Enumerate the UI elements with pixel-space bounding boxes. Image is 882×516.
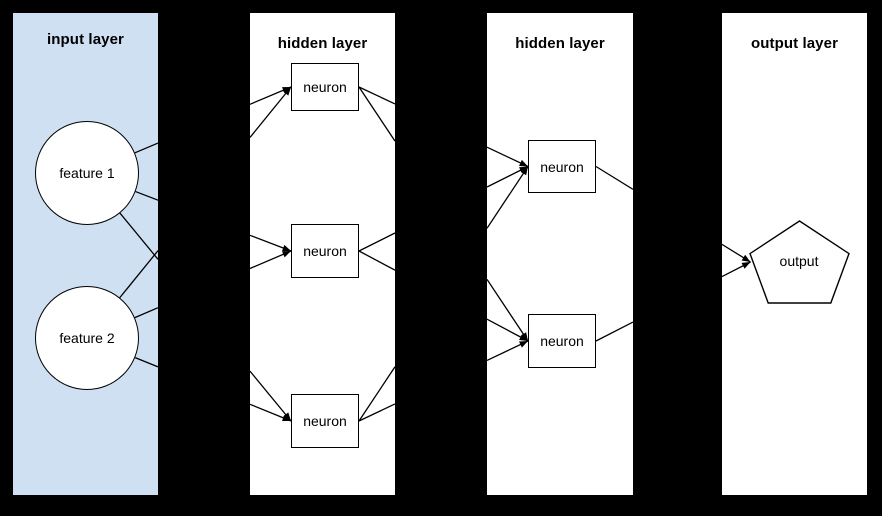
hidden1-neuron-3-label: neuron [303, 413, 347, 429]
layer-panel-hidden-2: hidden layer neuron neuron [487, 13, 633, 495]
layer-title-input: input layer [47, 31, 124, 48]
edges-input [119, 142, 158, 368]
feature-2-label: feature 2 [59, 330, 115, 346]
hidden1-neuron-3[interactable]: neuron [291, 394, 359, 448]
hidden2-neuron-1-label: neuron [540, 158, 584, 175]
feature-1-label: feature 1 [59, 165, 115, 181]
hidden2-neuron-1[interactable]: neuron [528, 140, 596, 193]
feature-2[interactable]: feature 2 [35, 286, 139, 390]
feature-1[interactable]: feature 1 [35, 121, 139, 225]
hidden2-neuron-2[interactable]: neuron [528, 314, 596, 368]
output-node[interactable]: output [748, 220, 850, 304]
hidden1-neuron-1[interactable]: neuron [291, 63, 359, 111]
hidden1-neuron-1-label: neuron [303, 79, 347, 95]
hidden1-neuron-2[interactable]: neuron [291, 224, 359, 278]
layer-panel-input: input layer feature 1 feature 2 [13, 13, 158, 495]
output-node-label: output [779, 253, 819, 269]
layer-panel-output: output layer output [722, 13, 867, 495]
layer-panel-hidden-1: hidden layer neuron neuron neuron [250, 13, 395, 495]
edges-hidden-2 [487, 146, 633, 361]
output-node-shape [748, 220, 850, 304]
hidden2-neuron-2-label: neuron [540, 333, 584, 349]
layer-title-hidden-1: hidden layer [277, 35, 368, 52]
layer-title-hidden-2: hidden layer [515, 35, 605, 52]
hidden1-neuron-2-label: neuron [303, 243, 347, 259]
layer-title-output: output layer [750, 35, 839, 52]
